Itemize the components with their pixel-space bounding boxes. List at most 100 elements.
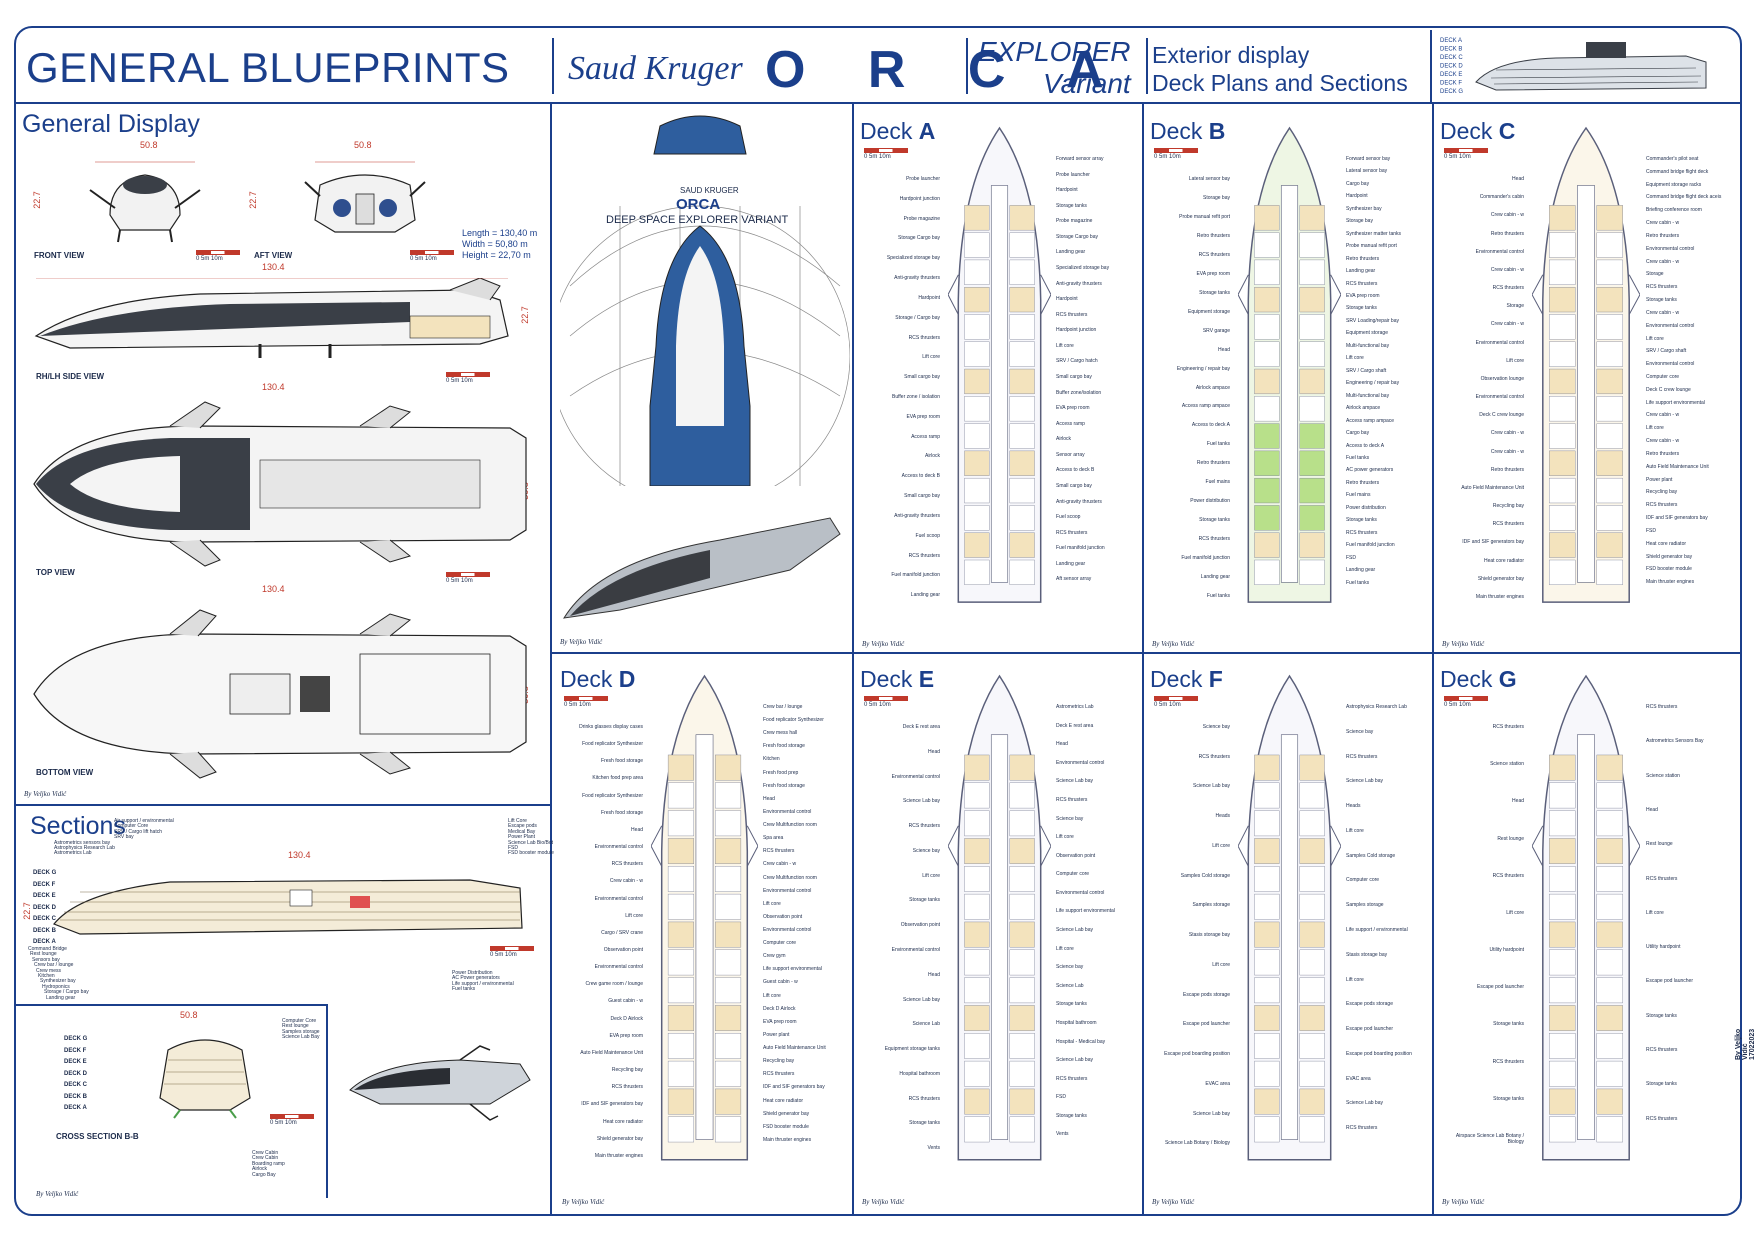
deck-label: RCS thrusters bbox=[1646, 875, 1678, 882]
deck-room bbox=[667, 866, 695, 892]
deck-label: Hardpoint junction bbox=[899, 195, 940, 202]
deck-label: Deck E rest area bbox=[902, 724, 940, 730]
deck-label: Storage tanks bbox=[1646, 1012, 1677, 1019]
section-label: Medical Bay bbox=[508, 828, 536, 835]
deck-corridor bbox=[1280, 185, 1299, 583]
deck-label: Storage tanks bbox=[1646, 297, 1677, 304]
deck-label: Crew cabin - w bbox=[1490, 321, 1524, 328]
deck-label: Equipment storage racks bbox=[1646, 181, 1702, 188]
section-deck-row: DECK E bbox=[33, 893, 56, 899]
deck-label: Crew Multifunction room bbox=[763, 874, 817, 881]
section-label: SRV bay bbox=[114, 834, 134, 841]
deck-room bbox=[1009, 423, 1035, 449]
deck-room bbox=[1549, 314, 1576, 340]
deck-label: Environmental control bbox=[1056, 759, 1105, 766]
deck-label: Access to deck A bbox=[1191, 422, 1230, 429]
deck-label: Crew cabin - w bbox=[1490, 448, 1524, 455]
front-view-label: FRONT VIEW bbox=[34, 251, 85, 260]
deck-label: Science station bbox=[1490, 761, 1524, 768]
deck-label: Small cargo bay bbox=[904, 374, 940, 381]
deck-room bbox=[667, 977, 695, 1004]
scale-bar: 0 5m 10m bbox=[410, 250, 454, 262]
deck-label: Crew cabin - w bbox=[609, 878, 643, 885]
deck-label: RCS thrusters bbox=[1198, 536, 1230, 543]
scale-tick: 5m bbox=[1449, 154, 1458, 160]
deck-room bbox=[667, 1033, 695, 1059]
deck-room bbox=[964, 1033, 990, 1059]
deck-label: Auto Field Maintenance Unit bbox=[580, 1049, 643, 1056]
deck-room bbox=[1596, 977, 1623, 1004]
deck-room bbox=[714, 1060, 742, 1087]
deck-label: Probe launcher bbox=[1056, 171, 1090, 178]
deck-legend-item: DECK D bbox=[1440, 64, 1463, 70]
deck-label: Storage Cargo bay bbox=[898, 235, 940, 242]
deck-label: RCS thrusters bbox=[1492, 1058, 1524, 1065]
deck-label: SRV / Cargo hatch bbox=[1056, 358, 1098, 365]
deck-room bbox=[964, 754, 990, 781]
panel-divider bbox=[550, 652, 1742, 654]
panel-divider bbox=[852, 104, 854, 652]
deck-room bbox=[1254, 921, 1280, 948]
deck-room bbox=[964, 232, 990, 258]
deck-label: Drinks glasses display cases bbox=[579, 724, 643, 730]
deck-room bbox=[1596, 205, 1623, 231]
deck-label: Environmental control bbox=[763, 887, 812, 894]
deck-label: Science Lab bay bbox=[1193, 783, 1230, 790]
deck-title-prefix: Deck bbox=[1150, 118, 1209, 144]
deck-label: Retro thrusters bbox=[1346, 479, 1380, 486]
deck-label: IDF and SIF generators bay bbox=[1462, 539, 1524, 546]
deck-label: Kitchen food prep area bbox=[592, 775, 643, 782]
deck-label: Science Lab bbox=[1056, 982, 1084, 989]
deck-title: Deck C bbox=[1440, 118, 1515, 145]
deck-room bbox=[1596, 838, 1623, 864]
spec-length: Length = 130,40 m bbox=[462, 228, 538, 238]
section-label: FSD booster module bbox=[508, 850, 554, 857]
deck-label: RCS thrusters bbox=[1198, 753, 1230, 760]
deck-room bbox=[1254, 977, 1280, 1004]
deck-label: Storage tanks bbox=[1346, 305, 1377, 312]
deck-label: Airlock ampace bbox=[1346, 405, 1381, 412]
deck-label: Samples Cold storage bbox=[1346, 852, 1396, 859]
deck-room bbox=[1299, 559, 1325, 585]
deck-room bbox=[1009, 259, 1035, 285]
deck-label: Synthesizer matter tanks bbox=[1346, 230, 1402, 237]
deck-label: FSD bbox=[1056, 1094, 1066, 1101]
deck-label: Samples storage bbox=[1346, 902, 1384, 909]
deck-label: Power distribution bbox=[1190, 498, 1230, 505]
scale-tick: 10m bbox=[579, 702, 591, 708]
deck-label: Auto Field Maintenance Unit bbox=[1646, 463, 1709, 470]
deck-room bbox=[1009, 866, 1035, 892]
section-label: Life support / environmental bbox=[452, 980, 514, 987]
deck-room bbox=[1596, 477, 1623, 504]
cross-deck-row: DECK E bbox=[64, 1059, 87, 1065]
cross-section-drawing bbox=[159, 1039, 251, 1119]
deck-label: Anti-gravity thrusters bbox=[894, 512, 940, 519]
blueprint-frame bbox=[14, 26, 1742, 1216]
deck-a-plan bbox=[948, 126, 1051, 603]
deck-title-letter: G bbox=[1498, 666, 1517, 692]
deck-label: Computer core bbox=[1056, 871, 1090, 878]
deck-label: EVA prep room bbox=[1196, 270, 1230, 277]
section-label: Sensors bay bbox=[32, 956, 60, 963]
section-label: Computer Core bbox=[114, 823, 149, 830]
deck-room bbox=[1254, 866, 1280, 892]
deck-room bbox=[1299, 423, 1325, 449]
deck-label: Crew cabin - w bbox=[1490, 212, 1524, 219]
deck-label: Science Lab Botany / Biology bbox=[1164, 1140, 1230, 1147]
deck-label: RCS thrusters bbox=[611, 1084, 643, 1091]
deck-label: Hardpoint junction bbox=[1056, 327, 1097, 334]
deck-label: FSD bbox=[1346, 554, 1356, 561]
deck-title-prefix: Deck bbox=[860, 118, 919, 144]
deck-label: Stasis storage bay bbox=[1346, 951, 1388, 958]
deck-room bbox=[667, 893, 695, 920]
section-label: Air support / environmental bbox=[114, 818, 174, 824]
deck-room bbox=[1596, 893, 1623, 920]
deck-label: Hospital bathroom bbox=[1056, 1019, 1097, 1026]
scale-tick: 5m bbox=[1159, 702, 1168, 708]
deck-label: RCS thrusters bbox=[611, 861, 643, 868]
deck-label: RCS thrusters bbox=[908, 552, 940, 559]
deck-room bbox=[1299, 754, 1325, 781]
section-label: Astrophysics Research Lab bbox=[54, 845, 115, 851]
deck-label: Main thruster engines bbox=[1646, 579, 1695, 586]
scale-bar: 0 5m 10m bbox=[490, 946, 534, 958]
